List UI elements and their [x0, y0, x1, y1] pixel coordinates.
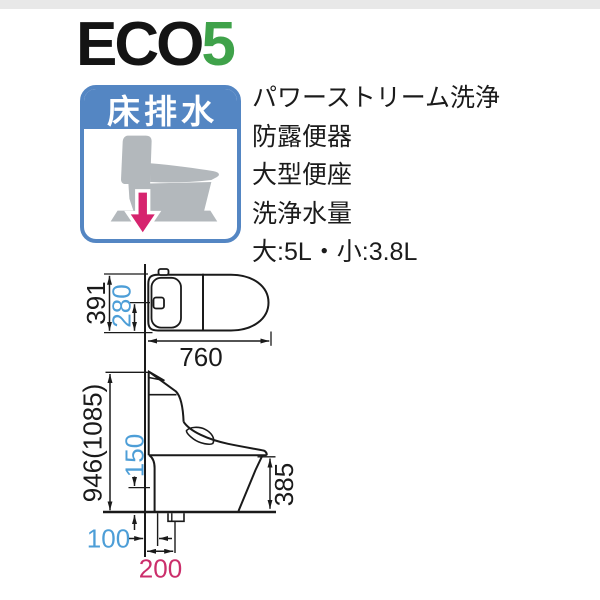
side-seat-inner — [185, 426, 215, 445]
feature-item-5: 大:5L・小:3.8L — [252, 238, 418, 267]
dimension-lines-top — [104, 273, 272, 346]
side-base-left — [148, 454, 156, 511]
pictogram-tank — [120, 135, 152, 184]
feature-list: パワーストリーム洗浄 防露便器 大型便座 洗浄水量 大:5L・小:3.8L — [252, 79, 500, 272]
top-strip — [0, 0, 600, 9]
top-view-tank-inner — [150, 276, 182, 329]
feature-item-3: 大型便座 — [252, 161, 353, 190]
floor-drain-badge: 床排水 — [80, 85, 241, 243]
side-base-front — [237, 454, 264, 512]
toilet-top-view — [147, 268, 270, 332]
side-tank-front — [149, 371, 185, 422]
dim-label-200: 200 — [139, 554, 182, 584]
toilet-pictogram — [110, 135, 219, 239]
dim-label-150: 150 — [120, 434, 150, 477]
drain-box — [167, 513, 185, 523]
dimension-diagram: 391 280 760 946(1085) 150 385 100 200 — [78, 264, 299, 584]
dimension-lines-side — [105, 371, 276, 554]
feature-item-4: 洗浄水量 — [252, 199, 353, 228]
dim-label-280: 280 — [107, 284, 137, 327]
dim-label-391: 391 — [81, 281, 111, 324]
top-view-tank-knob — [157, 268, 170, 276]
floor-drain-badge-title: 床排水 — [84, 89, 237, 130]
feature-item-1: パワーストリーム洗浄 — [252, 84, 501, 112]
down-arrow-icon — [123, 189, 161, 239]
dim-label-946-1085: 946(1085) — [78, 384, 108, 503]
brand-five-text: 5 — [201, 10, 236, 79]
feature-item-2: 防露便器 — [252, 122, 353, 151]
floor-drain-badge-body — [84, 129, 237, 239]
drain-outlet — [156, 513, 185, 553]
side-seat-top — [182, 421, 268, 456]
pictogram-seat — [149, 163, 219, 183]
top-view-flush-button — [152, 296, 165, 310]
top-view-lid-outline — [202, 273, 270, 332]
dim-label-100: 100 — [87, 524, 130, 554]
brand-title: ECO5 — [76, 14, 236, 76]
toilet-side-view — [147, 369, 268, 512]
dim-label-760: 760 — [179, 342, 222, 372]
brand-eco-text: ECO — [76, 10, 204, 79]
dim-label-385: 385 — [269, 463, 299, 506]
